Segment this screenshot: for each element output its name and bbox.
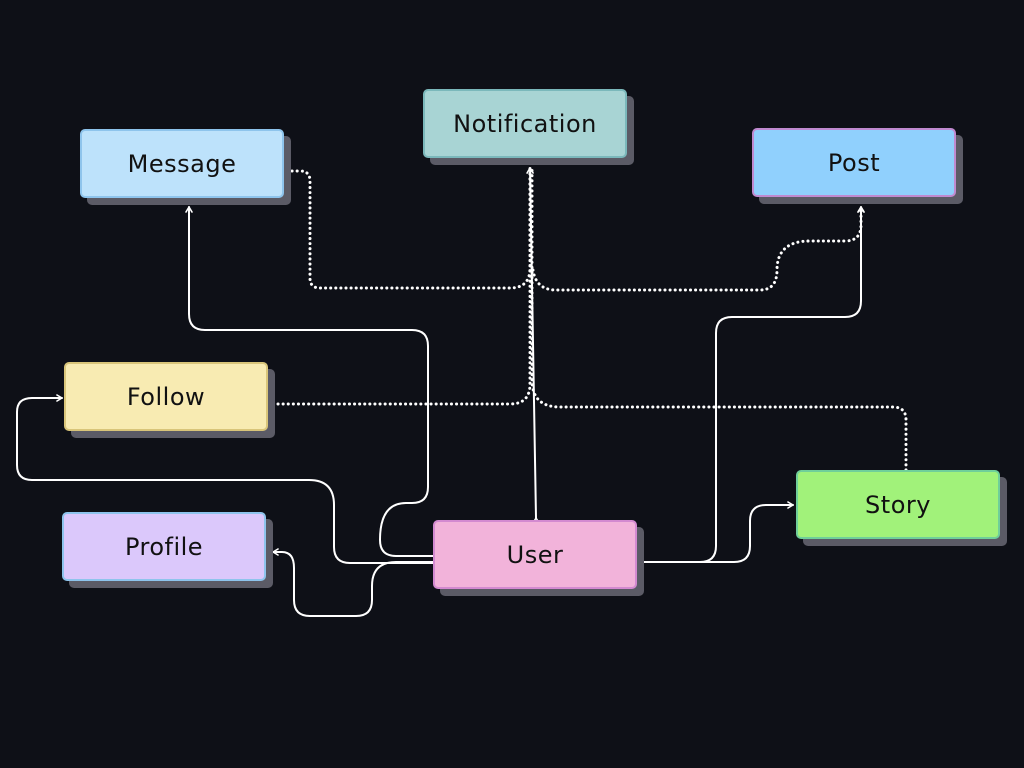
node-post[interactable]: Post bbox=[752, 128, 956, 197]
edge-user-profile bbox=[272, 548, 441, 617]
edge-notification-post bbox=[531, 205, 865, 292]
node-message[interactable]: Message bbox=[80, 129, 284, 198]
edge-user-message bbox=[185, 206, 434, 557]
node-notification[interactable]: Notification bbox=[423, 89, 627, 158]
node-user[interactable]: User bbox=[433, 520, 637, 589]
edge-user-story bbox=[643, 501, 794, 563]
node-story[interactable]: Story bbox=[796, 470, 1000, 539]
edge-user-follow bbox=[16, 394, 434, 564]
edge-user-post bbox=[643, 206, 865, 563]
edge-story-notification bbox=[530, 166, 908, 472]
node-follow[interactable]: Follow bbox=[64, 362, 268, 431]
node-profile[interactable]: Profile bbox=[62, 512, 266, 581]
edge-message-notification bbox=[290, 166, 532, 290]
edge-user-notification bbox=[526, 167, 540, 524]
